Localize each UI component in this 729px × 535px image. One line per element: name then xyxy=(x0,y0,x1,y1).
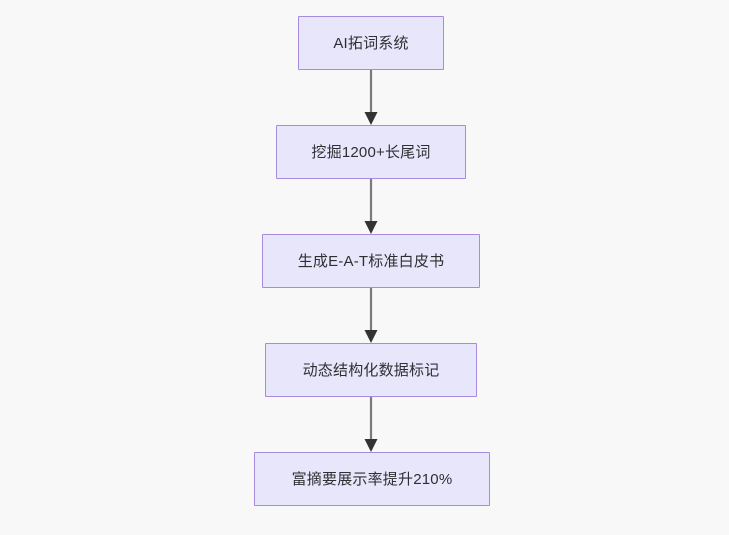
flowchart-node-3[interactable]: 生成E-A-T标准白皮书 xyxy=(262,234,480,288)
flowchart-node-4[interactable]: 动态结构化数据标记 xyxy=(265,343,477,397)
flowchart-edge-3 xyxy=(364,288,378,343)
flowchart-edge-2 xyxy=(364,179,378,234)
flowchart-node-1[interactable]: AI拓词系统 xyxy=(298,16,444,70)
flowchart-node-label: 动态结构化数据标记 xyxy=(302,361,440,379)
flowchart-node-2[interactable]: 挖掘1200+长尾词 xyxy=(276,125,466,179)
flowchart-edge-1 xyxy=(364,70,378,125)
flowchart-node-label: 富摘要展示率提升210% xyxy=(291,470,453,488)
arrowhead-down-icon xyxy=(364,330,378,343)
arrowhead-down-icon xyxy=(364,221,378,234)
flowchart-node-label: AI拓词系统 xyxy=(333,34,409,52)
flowchart-node-label: 挖掘1200+长尾词 xyxy=(311,143,431,161)
flowchart-edge-4 xyxy=(364,397,378,452)
flowchart-node-label: 生成E-A-T标准白皮书 xyxy=(297,252,445,270)
flowchart-node-5[interactable]: 富摘要展示率提升210% xyxy=(254,452,490,506)
arrowhead-down-icon xyxy=(364,439,378,452)
arrowhead-down-icon xyxy=(364,112,378,125)
